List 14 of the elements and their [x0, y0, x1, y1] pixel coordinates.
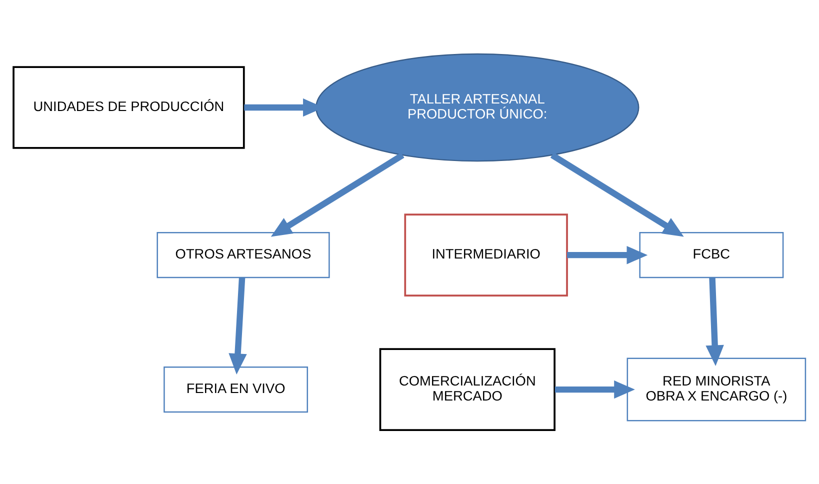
- arrow: [554, 380, 635, 399]
- node-ellipse: TALLER ARTESANAL PRODUCTOR ÚNICO:: [316, 53, 640, 162]
- node-box: FCBC: [639, 232, 784, 278]
- arrow: [567, 246, 648, 264]
- node-box: COMERCIALIZACIÓN MERCADO: [379, 348, 556, 431]
- arrow: [550, 152, 684, 237]
- arrow: [228, 277, 247, 374]
- arrow: [270, 152, 404, 237]
- node-box: UNIDADES DE PRODUCCIÓN: [12, 66, 245, 149]
- node-box: FERIA EN VIVO: [164, 366, 308, 413]
- node-box: OTROS ARTESANOS: [156, 232, 330, 278]
- node-box: RED MINORISTA OBRA X ENCARGO (-): [626, 358, 806, 422]
- arrow: [706, 277, 724, 366]
- node-box: INTERMEDIARIO: [404, 214, 568, 296]
